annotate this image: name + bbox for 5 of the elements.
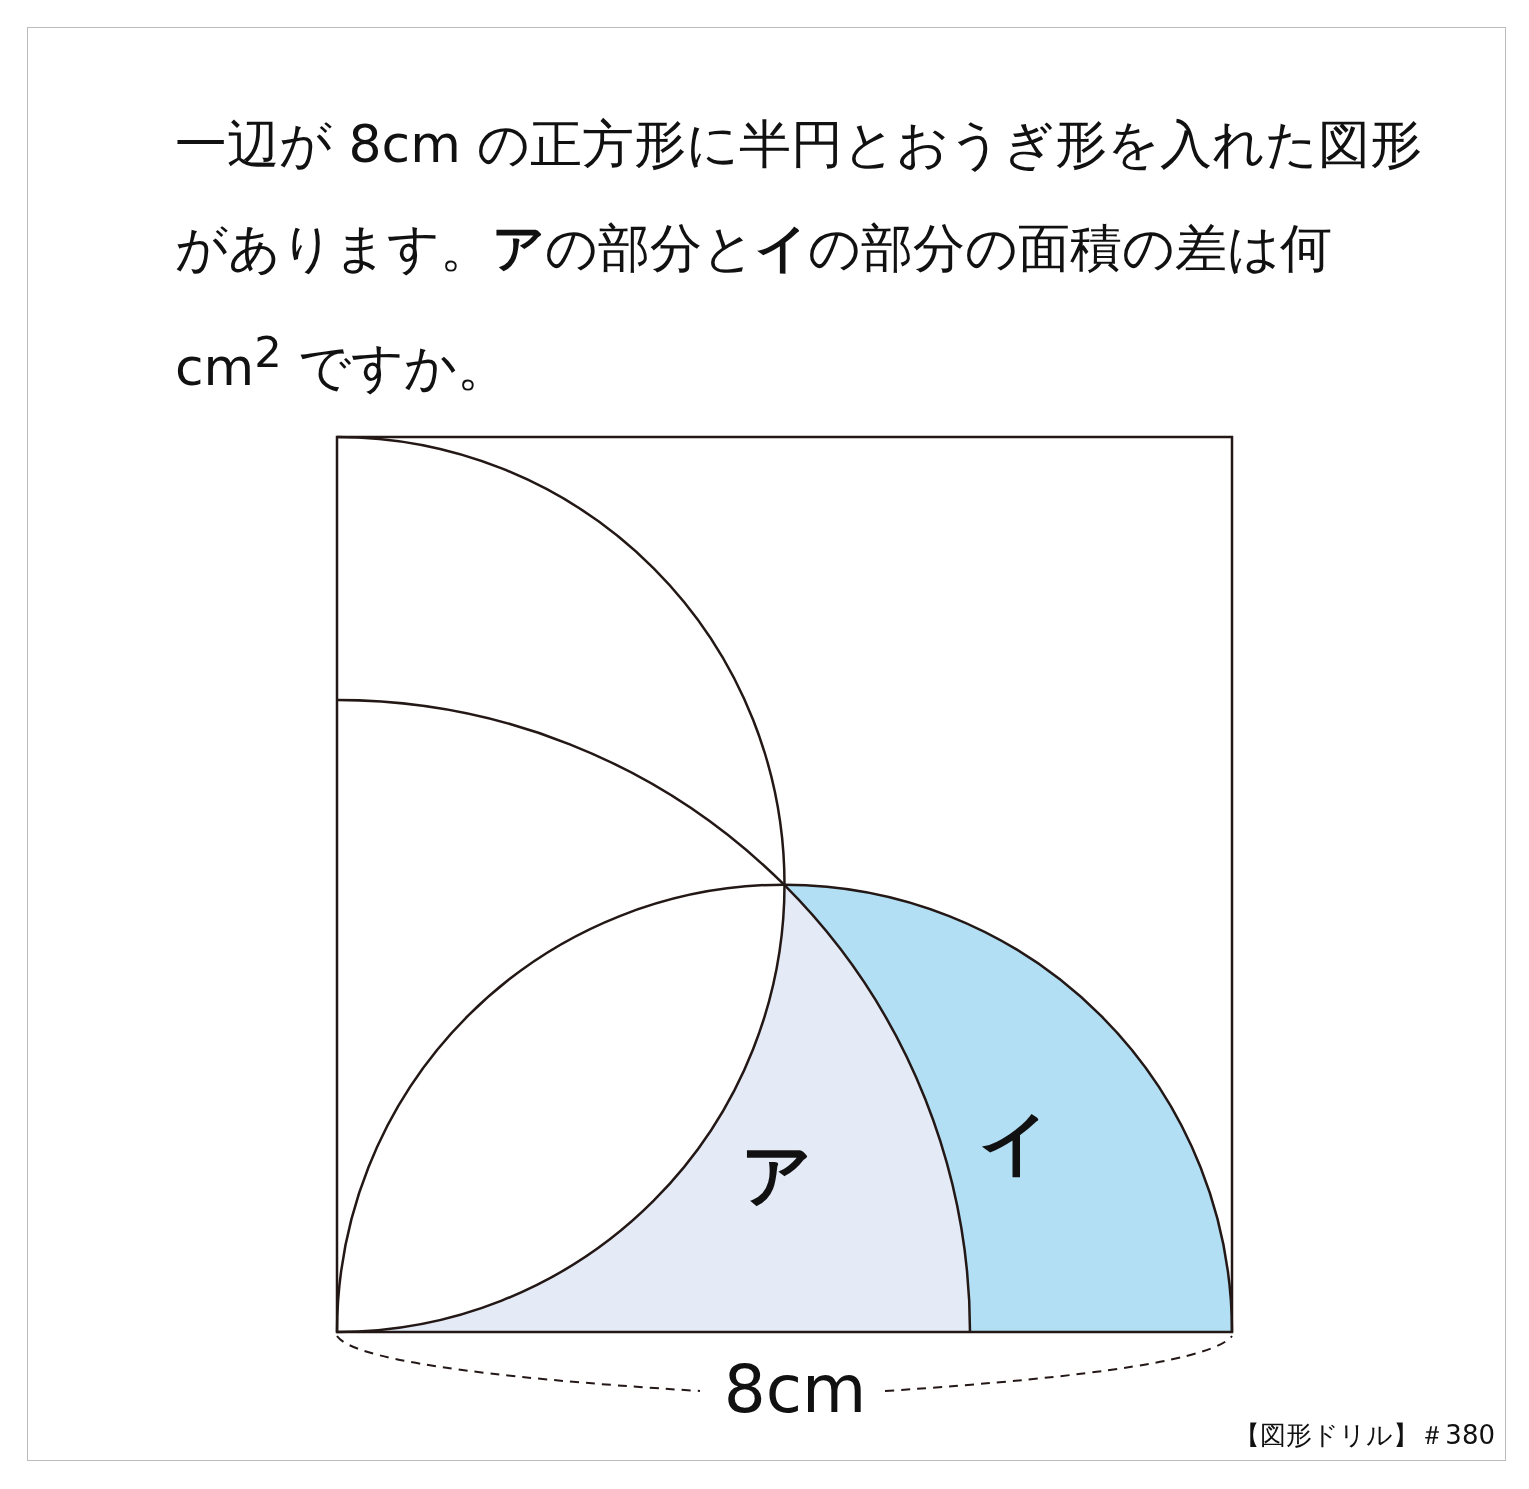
question-text: 一辺が 8cm の正方形に半円とおうぎ形を入れた図形があります。アの部分とイの部分の面積の差は何 cm$^{2}$ ですか。 [175, 113, 1424, 400]
region-label: ア [740, 1133, 814, 1218]
dimension-label: 8cm [722, 1350, 868, 1430]
region-label: イ [978, 1101, 1052, 1186]
series-number: 【図形ドリル】＃380 [1233, 1419, 1495, 1452]
